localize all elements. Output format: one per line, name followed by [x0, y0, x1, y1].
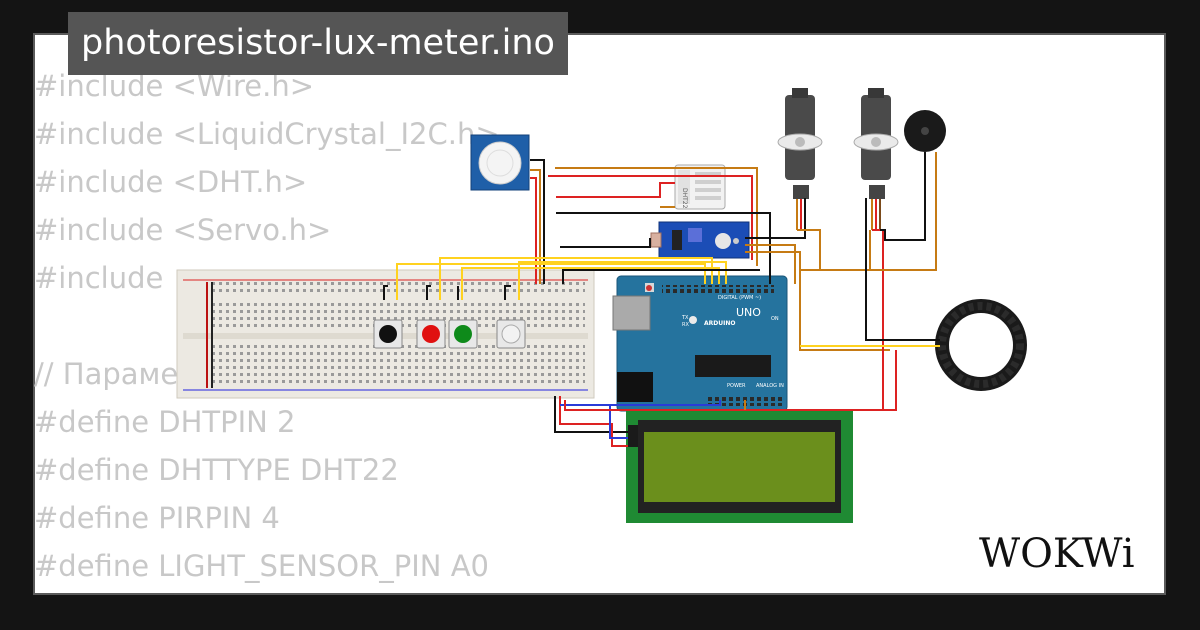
arduino-board-label: UNO [736, 306, 761, 319]
arduino-rx-label: RX [682, 322, 689, 328]
wokwi-logo-text: WOKWi [979, 531, 1135, 577]
pushbutton-white[interactable] [496, 319, 526, 349]
arduino-tx-label: TX [681, 315, 689, 321]
lcd-display[interactable] [626, 410, 853, 523]
arduino-power-label: POWER [727, 383, 746, 389]
code-line: #define DHTTYPE DHT22 [34, 453, 399, 487]
wires [383, 152, 940, 447]
code-line: #define LIGHT_SENSOR_PIN A0 [34, 549, 490, 583]
code-line: #include [34, 261, 164, 295]
code-line: #define PIRPIN 4 [34, 501, 280, 535]
photoresistor-module[interactable] [650, 221, 750, 259]
arduino-brand-label: ARDUINO [704, 320, 735, 327]
pushbutton-red[interactable] [416, 319, 446, 349]
pushbutton-black[interactable] [373, 319, 403, 349]
arduino-analog-label: ANALOG IN [756, 383, 784, 389]
pir-sensor[interactable] [470, 134, 530, 191]
arduino-uno[interactable]: DIGITAL (PWM ~) UNO ARDUINO TX RX ON POW… [612, 275, 788, 412]
dht22-sensor[interactable]: DHT22 [674, 164, 726, 210]
led-ring[interactable] [935, 299, 1027, 391]
servo-motor-2[interactable] [853, 88, 899, 230]
arduino-on-label: ON [771, 316, 779, 322]
project-title[interactable]: photoresistor-lux-meter.ino [68, 12, 568, 75]
pushbutton-green[interactable] [448, 319, 478, 349]
code-line: #include <Servo.h> [34, 213, 332, 247]
buzzer[interactable] [904, 110, 946, 152]
code-line: #define DHTPIN 2 [34, 405, 296, 439]
wokwi-logo[interactable]: WOKWi [975, 523, 1150, 581]
servo-motor-1[interactable] [777, 88, 823, 230]
arduino-digital-label: DIGITAL (PWM ~) [718, 295, 761, 301]
code-line: #include <DHT.h> [34, 165, 308, 199]
dht22-label: DHT22 [681, 188, 688, 209]
code-line: #include <LiquidCrystal_I2C.h> [34, 117, 500, 151]
